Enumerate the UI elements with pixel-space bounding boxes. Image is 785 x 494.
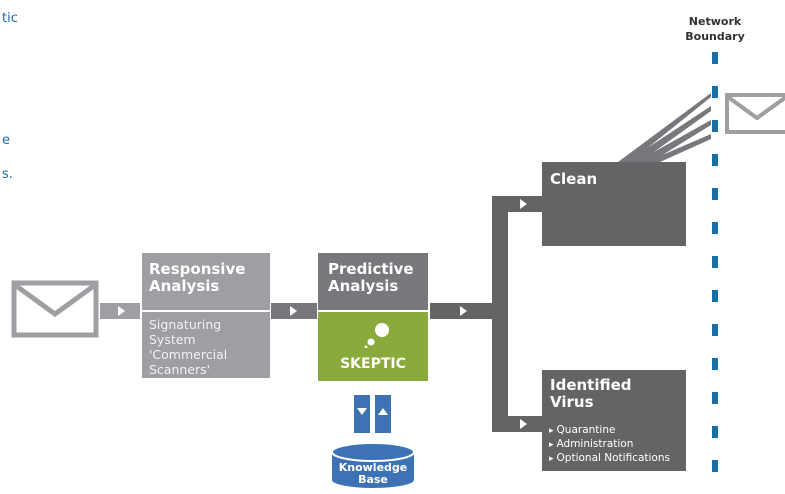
responsive-analysis-header: Responsive Analysis [142, 253, 270, 310]
responsive-sub-line: Signaturing [149, 317, 222, 332]
predictive-title-line-1: Predictive [328, 260, 414, 278]
virus-action-item: Administration [549, 438, 670, 452]
play-arrow-icon [520, 199, 527, 209]
up-arrow-icon [378, 408, 388, 415]
knowledge-base-arrows [354, 395, 391, 433]
incoming-envelope-icon [11, 280, 99, 338]
database-icon [331, 442, 415, 488]
bubbles-icon [364, 323, 389, 348]
responsive-analysis-details: Signaturing System 'Commercial Scanners' [149, 317, 227, 377]
identified-virus-box: Identified Virus Quarantine Administrati… [542, 370, 686, 471]
responsive-analysis-box: Responsive Analysis Signaturing System '… [142, 253, 270, 378]
predictive-analysis-box: Predictive Analysis SKEPTIC [318, 253, 428, 381]
responsive-analysis-body: Signaturing System 'Commercial Scanners' [142, 312, 270, 378]
responsive-analysis-title: Responsive Analysis [149, 261, 245, 295]
identified-virus-title: Identified Virus [550, 377, 632, 411]
connector-envelope-to-responsive [100, 303, 140, 319]
down-arrow-icon [357, 408, 367, 415]
network-boundary-label: Network Boundary [670, 14, 760, 44]
skeptic-label: SKEPTIC [340, 356, 406, 372]
network-boundary-line-1: Network [688, 15, 742, 28]
knowledge-base-label: Knowledge Base [332, 462, 414, 486]
play-arrow-icon [118, 306, 125, 316]
partial-text-line-3: s. [2, 167, 13, 182]
predictive-analysis-header: Predictive Analysis [318, 253, 428, 310]
virus-title-line-1: Identified [550, 376, 632, 394]
responsive-sub-line: System [149, 332, 196, 347]
virus-actions-list: Quarantine Administration Optional Notif… [549, 424, 670, 466]
virus-title-line-2: Virus [550, 393, 594, 411]
partial-text-line-1: tic [2, 11, 18, 26]
knowledge-base-line-1: Knowledge [338, 461, 408, 474]
responsive-sub-line: Scanners' [149, 362, 211, 377]
clean-title: Clean [550, 170, 598, 188]
outgoing-envelope-icon [725, 93, 785, 134]
play-arrow-icon [290, 306, 297, 316]
virus-action-item: Quarantine [549, 424, 670, 438]
responsive-sub-line: 'Commercial [149, 347, 228, 362]
responsive-title-line-2: Analysis [149, 277, 220, 295]
network-boundary-line-2: Boundary [685, 30, 745, 43]
responsive-title-line-1: Responsive [149, 260, 246, 278]
skeptic-engine-panel: SKEPTIC [318, 312, 428, 381]
clean-box: Clean [542, 162, 686, 246]
connector-predictive-to-branch [430, 196, 542, 432]
connector-responsive-to-predictive [271, 303, 317, 319]
predictive-analysis-title: Predictive Analysis [328, 261, 414, 295]
play-arrow-icon [520, 419, 527, 429]
predictive-title-line-2: Analysis [328, 277, 399, 295]
outgoing-flow-streaks [618, 93, 711, 162]
play-arrow-icon [460, 306, 467, 316]
knowledge-base-line-2: Base [358, 473, 388, 486]
partial-text-line-2: e [2, 133, 10, 148]
virus-action-item: Optional Notifications [549, 452, 670, 466]
